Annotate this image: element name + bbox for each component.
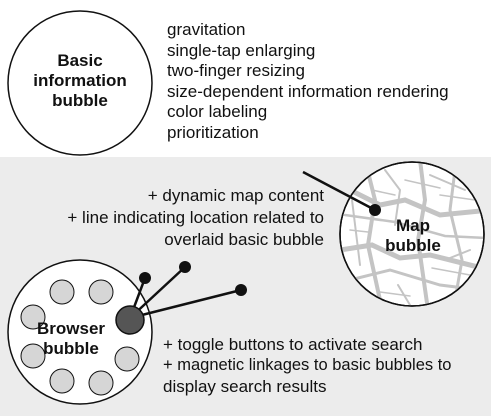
- location-marker: [369, 204, 381, 216]
- browser-bubble: [7, 259, 153, 405]
- toggle-button[interactable]: [88, 370, 114, 396]
- map-bubble-title-line: Map: [396, 216, 430, 235]
- browser-bubble-title-line: Browser: [36, 319, 106, 338]
- basic-bubble-title: Basic information bubble: [20, 51, 140, 111]
- toggle-button[interactable]: [20, 304, 46, 330]
- feature-item: gravitation: [167, 20, 246, 39]
- linkage-endpoint: [235, 284, 247, 296]
- browser-annotation-line: display search results: [163, 377, 327, 396]
- active-toggle-button[interactable]: [115, 305, 145, 335]
- basic-bubble-title-line: bubble: [52, 91, 108, 110]
- browser-annotation-line: + magnetic linkages to basic bubbles to: [163, 356, 452, 374]
- map-outline: [339, 161, 485, 307]
- browser-bubble-title-line: bubble: [43, 339, 99, 358]
- map-streets: [340, 162, 484, 306]
- toggle-button[interactable]: [20, 343, 46, 369]
- basic-bubble-title-line: Basic: [57, 51, 103, 70]
- map-bubble-title: Map bubble: [373, 216, 453, 256]
- feature-item: prioritization: [167, 122, 259, 142]
- basic-information-bubble: [7, 10, 153, 156]
- basic-bubble-title-line: information: [33, 71, 127, 90]
- map-annotation-line: overlaid basic bubble: [164, 230, 324, 249]
- toggle-button[interactable]: [49, 368, 75, 394]
- toggle-buttons: [20, 279, 140, 396]
- browser-annotation-line: + toggle buttons to activate search: [163, 335, 423, 354]
- linkage-endpoint: [139, 272, 151, 284]
- location-indicator-line: [302, 170, 376, 212]
- basic-bubble-feature-list: gravitation single-tap enlarging two-fin…: [167, 20, 449, 144]
- browser-bubble-title: Browser bubble: [16, 319, 126, 359]
- linkage-endpoint: [179, 261, 191, 273]
- toggle-button[interactable]: [114, 346, 140, 372]
- map-annotation-line: + dynamic map content: [147, 186, 324, 205]
- feature-item: size-dependent information rendering: [167, 81, 449, 101]
- toggle-button[interactable]: [49, 279, 75, 305]
- feature-item: two-finger resizing: [167, 61, 305, 81]
- feature-item: single-tap enlarging: [167, 40, 316, 60]
- feature-item: color labeling: [167, 102, 268, 122]
- toggle-button[interactable]: [88, 279, 114, 305]
- map-bubble-title-line: bubble: [385, 236, 441, 255]
- map-annotation-line: + line indicating location related to: [67, 208, 324, 227]
